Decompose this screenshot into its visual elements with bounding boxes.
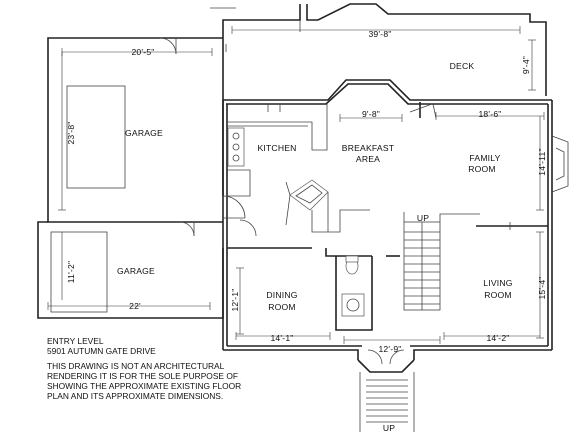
label-dining-1: DINING: [266, 290, 297, 300]
disclaimer-line-1: THIS DRAWING IS NOT AN ARCHITECTURAL: [47, 361, 225, 371]
label-garage-upper: GARAGE: [125, 128, 163, 138]
dim-breakfast-width: 9'-8": [362, 109, 380, 119]
powder-room: [341, 255, 365, 317]
dim-family-depth: 14'-11": [537, 148, 547, 175]
interior-walls: [227, 102, 548, 331]
label-garage-lower: GARAGE: [117, 266, 155, 276]
interior-stairs: [403, 212, 480, 311]
garage-upper-car-outline: [66, 85, 126, 189]
disclaimer-note: THIS DRAWING IS NOT AN ARCHITECTURAL REN…: [47, 361, 241, 401]
note-address: 5901 AUTUMN GATE DRIVE: [47, 346, 156, 356]
dim-garage-upper-width: 20'-5": [131, 47, 154, 57]
entry-level-note: ENTRY LEVEL 5901 AUTUMN GATE DRIVE: [47, 336, 156, 356]
dim-living-depth: 15'-4": [537, 276, 547, 299]
disclaimer-line-3: SHOWING THE APPROXIMATE EXISTING FLOOR: [47, 381, 242, 391]
stove: [227, 127, 245, 167]
pantry: [285, 179, 370, 233]
sink: [341, 293, 365, 317]
dim-living-width: 14'-2": [486, 333, 509, 343]
label-living-1: LIVING: [483, 278, 512, 288]
dim-dining-width: 14'-1": [270, 333, 293, 343]
label-breakfast-1: BREAKFAST: [342, 143, 395, 153]
label-family-2: ROOM: [468, 164, 496, 174]
kitchen: [222, 104, 328, 237]
dim-deck-width: 39'-8": [368, 29, 391, 39]
label-deck: DECK: [450, 61, 475, 71]
dim-deck-depth: 9'-4": [521, 56, 531, 74]
dim-family-width: 18'-6": [478, 109, 501, 119]
dimension-lines: [339, 112, 545, 344]
deck: [210, 3, 547, 96]
disclaimer-line-2: RENDERING IT IS FOR THE SOLE PURPOSE OF: [47, 371, 238, 381]
labels: 20'-5" 23'-8" GARAGE 11'-2" GARAGE 22' 3…: [66, 29, 547, 432]
dining-room: [235, 267, 331, 340]
label-stairs-up: UP: [417, 213, 429, 223]
dim-garage-upper-depth: 23'-8": [66, 121, 76, 144]
dim-dining-depth: 12'-1": [230, 288, 240, 311]
note-level: ENTRY LEVEL: [47, 336, 104, 346]
label-porch-up: UP: [383, 423, 395, 432]
label-living-2: ROOM: [484, 290, 512, 300]
dim-garage-lower-depth: 11'-2": [66, 261, 76, 283]
dim-foyer-width: 12'-9": [378, 344, 401, 354]
label-family-1: FAMILY: [469, 153, 500, 163]
disclaimer-line-4: PLAN AND ITS APPROXIMATE DIMENSIONS.: [47, 391, 224, 401]
entry-porch: [357, 349, 415, 432]
garage-lower-car-outline: [50, 231, 108, 313]
label-kitchen: KITCHEN: [257, 143, 296, 153]
label-breakfast-2: AREA: [356, 154, 380, 164]
house-outline: [222, 79, 569, 360]
label-dining-2: ROOM: [268, 302, 296, 312]
dim-garage-lower-width: 22': [129, 301, 141, 311]
